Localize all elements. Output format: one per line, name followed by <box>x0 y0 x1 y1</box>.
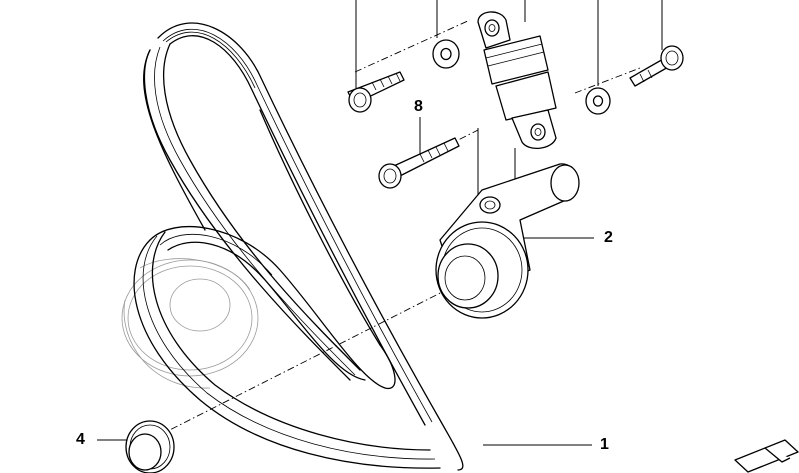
ghost-crank-pulley <box>121 258 259 389</box>
tensioner-strut <box>477 11 557 149</box>
belt <box>133 22 464 471</box>
label-bolt: 8 <box>414 98 423 115</box>
label-belt: 1 <box>600 436 609 453</box>
bolt-8 <box>378 137 460 189</box>
bolt-left <box>347 71 405 113</box>
washer-top <box>432 39 460 69</box>
leader-lines <box>97 0 663 446</box>
label-pulley: 4 <box>76 431 85 448</box>
label-tensioner: 2 <box>604 229 613 246</box>
tensioner-assembly <box>435 163 580 319</box>
orientation-arrow-icon <box>734 439 799 473</box>
washer-right <box>585 87 611 115</box>
pulley-4 <box>125 420 175 473</box>
bolt-right <box>629 45 684 87</box>
